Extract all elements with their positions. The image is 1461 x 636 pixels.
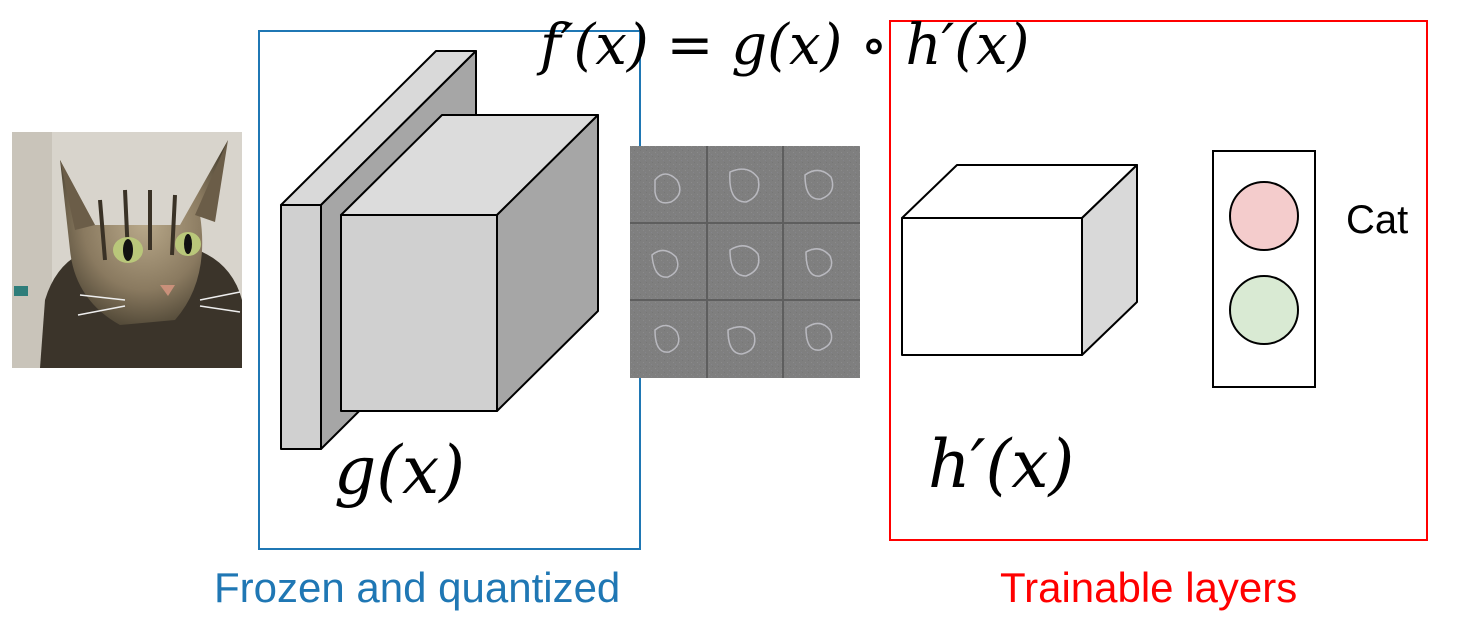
feature-map-grid bbox=[630, 146, 860, 378]
composition-formula: f′(x) = g(x) ∘ h′(x) bbox=[540, 8, 1030, 84]
trainable-region-box bbox=[889, 20, 1428, 541]
h-label: h′(x) bbox=[928, 426, 1075, 503]
frozen-layer-cube bbox=[340, 114, 599, 412]
formula-f: f′(x) bbox=[540, 13, 649, 78]
trainable-layer-cube bbox=[901, 164, 1138, 356]
cat-image bbox=[12, 132, 242, 368]
formula-g: g(x) bbox=[731, 13, 843, 78]
output-layer bbox=[1212, 150, 1316, 388]
g-label: g(x) bbox=[334, 432, 465, 509]
output-label: Cat bbox=[1346, 198, 1409, 242]
output-node-other bbox=[1229, 275, 1299, 345]
formula-compose: ∘ bbox=[860, 13, 888, 78]
formula-h: h′(x) bbox=[905, 13, 1030, 78]
output-node-cat bbox=[1229, 181, 1299, 251]
trainable-caption: Trainable layers bbox=[1000, 564, 1298, 611]
frozen-caption: Frozen and quantized bbox=[214, 564, 621, 611]
formula-equals: = bbox=[666, 13, 714, 78]
